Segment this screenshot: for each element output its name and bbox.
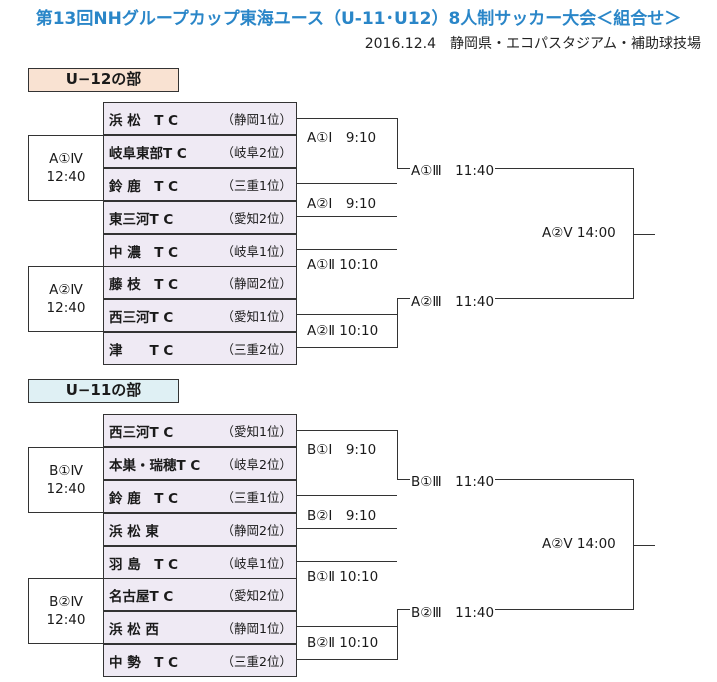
u12-semifinal-label: A①Ⅲ 11:40 — [410, 159, 496, 179]
u11-semifinal-bracket — [397, 479, 517, 610]
team-name: 羽 島 T C — [109, 556, 179, 573]
u11-team-row: 名古屋T C （愛知2位） — [103, 578, 297, 611]
team-rank: （三重1位） — [221, 490, 292, 505]
team-name: 浜 松 T C — [109, 112, 179, 129]
u11-team-row: 鈴 鹿 T C （三重1位） — [103, 480, 297, 513]
u11-round1-match-label: B①Ⅰ 9:10 — [306, 438, 378, 458]
team-rank: （静岡1位） — [221, 112, 292, 127]
team-name: 岐阜東部T C — [109, 145, 187, 162]
u12-round1-match-label: A②Ⅱ 10:10 — [306, 323, 380, 339]
team-rank: （三重1位） — [221, 178, 292, 193]
event-date-venue: 2016.12.4 静岡県・エコパスタジアム・補助球技場 — [364, 36, 701, 52]
team-name: 西三河T C — [109, 424, 174, 441]
u11-connector — [397, 627, 398, 659]
u12-round1-match-label: A②Ⅰ 9:10 — [306, 192, 378, 212]
u12-team-row: 中 濃 T C （岐阜1位） — [103, 234, 297, 267]
team-rank: （岐阜2位） — [221, 457, 292, 472]
team-name: 鈴 鹿 T C — [109, 490, 179, 507]
u12-division-heading: U−12の部 — [28, 68, 179, 92]
u11-connector — [633, 545, 655, 546]
u12-team-row: 西三河T C （愛知1位） — [103, 299, 297, 332]
team-rank: （静岡2位） — [221, 523, 292, 538]
team-rank: （岐阜1位） — [221, 556, 292, 571]
team-rank: （愛知2位） — [221, 211, 292, 226]
u12-left-match-2-code: A②Ⅳ — [49, 282, 83, 298]
u11-left-match-2-label: B②Ⅳ 12:40 — [28, 593, 104, 629]
u12-team-row: 東三河T C （愛知2位） — [103, 201, 297, 234]
u12-left-match-2-label: A②Ⅳ 12:40 — [28, 281, 104, 317]
u11-left-match-2 — [28, 578, 104, 644]
team-name: 鈴 鹿 T C — [109, 178, 179, 195]
u11-round1-match-label: B①Ⅱ 10:10 — [306, 569, 380, 585]
team-name: 中 勢 T C — [109, 654, 179, 671]
u11-left-match-2-code: B②Ⅳ — [49, 594, 83, 610]
u12-left-match-1 — [28, 135, 104, 201]
u11-round1-match-label: B②Ⅱ 10:10 — [306, 635, 380, 651]
team-name: 西三河T C — [109, 309, 174, 326]
u11-left-match-2-time: 12:40 — [46, 612, 86, 628]
u11-semifinal-label: B②Ⅲ 11:40 — [410, 601, 496, 621]
u11-round1-match-label: B②Ⅰ 9:10 — [306, 504, 378, 524]
u12-connector — [296, 216, 398, 217]
team-rank: （三重2位） — [221, 654, 292, 669]
team-rank: （愛知1位） — [221, 309, 292, 324]
u12-team-row: 津 T C （三重2位） — [103, 332, 297, 365]
u12-connector — [397, 315, 398, 347]
team-name: 本巣・瑞穂T C — [109, 457, 201, 474]
u12-connector — [296, 347, 398, 348]
u12-left-match-1-time: 12:40 — [46, 169, 86, 185]
team-rank: （愛知2位） — [221, 588, 292, 603]
u12-left-match-1-code: A①Ⅳ — [49, 151, 83, 167]
u12-semifinal-bracket — [397, 168, 517, 299]
team-rank: （静岡2位） — [221, 276, 292, 291]
team-rank: （愛知1位） — [221, 424, 292, 439]
u12-round1-match-label: A①Ⅱ 10:10 — [306, 257, 380, 273]
u11-team-row: 西三河T C （愛知1位） — [103, 414, 297, 447]
u11-left-match-1-code: B①Ⅳ — [49, 463, 83, 479]
u11-left-match-1-label: B①Ⅳ 12:40 — [28, 462, 104, 498]
u11-connector — [296, 659, 398, 660]
u11-division-heading: U−11の部 — [28, 379, 179, 403]
u11-left-match-1 — [28, 447, 104, 513]
team-name: 藤 枝 T C — [109, 276, 179, 293]
team-name: 津 T C — [109, 342, 174, 359]
u12-left-match-1-label: A①Ⅳ 12:40 — [28, 150, 104, 186]
u11-team-row: 浜 松 西 （静岡1位） — [103, 611, 297, 644]
u11-final-label: A②Ⅴ 14:00 — [541, 536, 617, 552]
u12-team-row: 浜 松 T C （静岡1位） — [103, 102, 297, 135]
team-name: 名古屋T C — [109, 588, 174, 605]
team-rank: （三重2位） — [221, 342, 292, 357]
u11-team-row: 中 勢 T C （三重2位） — [103, 644, 297, 677]
page-title: 第13回NHグループカップ東海ユース（U-11･U12）8人制サッカー大会＜組合… — [35, 9, 682, 29]
u11-team-row: 本巣・瑞穂T C （岐阜2位） — [103, 447, 297, 480]
u12-left-match-2-time: 12:40 — [46, 300, 86, 316]
u12-connector — [633, 234, 655, 235]
team-name: 浜 松 東 — [109, 523, 159, 540]
u12-final-label: A②Ⅴ 14:00 — [541, 225, 617, 241]
team-rank: （岐阜2位） — [221, 145, 292, 160]
u12-team-row: 鈴 鹿 T C （三重1位） — [103, 168, 297, 201]
team-rank: （岐阜1位） — [221, 244, 292, 259]
u12-round1-match-label: A①Ⅰ 9:10 — [306, 126, 378, 146]
team-name: 中 濃 T C — [109, 244, 179, 261]
u12-semifinal-label: A②Ⅲ 11:40 — [410, 290, 496, 310]
u12-team-row: 岐阜東部T C （岐阜2位） — [103, 135, 297, 168]
u11-left-match-1-time: 12:40 — [46, 481, 86, 497]
u11-semifinal-label: B①Ⅲ 11:40 — [410, 470, 496, 490]
team-name: 東三河T C — [109, 211, 174, 228]
team-name: 浜 松 西 — [109, 621, 159, 638]
u11-team-row: 浜 松 東 （静岡2位） — [103, 513, 297, 546]
u12-left-match-2 — [28, 266, 104, 332]
team-rank: （静岡1位） — [221, 621, 292, 636]
u11-team-row: 羽 島 T C （岐阜1位） — [103, 546, 297, 579]
u12-team-row: 藤 枝 T C （静岡2位） — [103, 266, 297, 299]
u11-connector — [296, 528, 398, 529]
